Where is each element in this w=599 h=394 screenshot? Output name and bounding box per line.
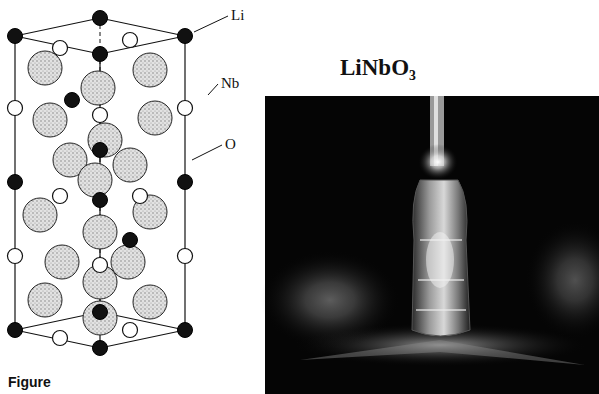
figure-caption: Figure: [8, 375, 51, 389]
unit-cell: [8, 11, 193, 356]
atom-label: Nb: [221, 76, 239, 91]
atom-label: O: [225, 137, 236, 152]
crystal-photo: [260, 96, 599, 394]
atom-label: Li: [231, 8, 244, 23]
photo-title: LiNbO₃: [340, 56, 416, 79]
